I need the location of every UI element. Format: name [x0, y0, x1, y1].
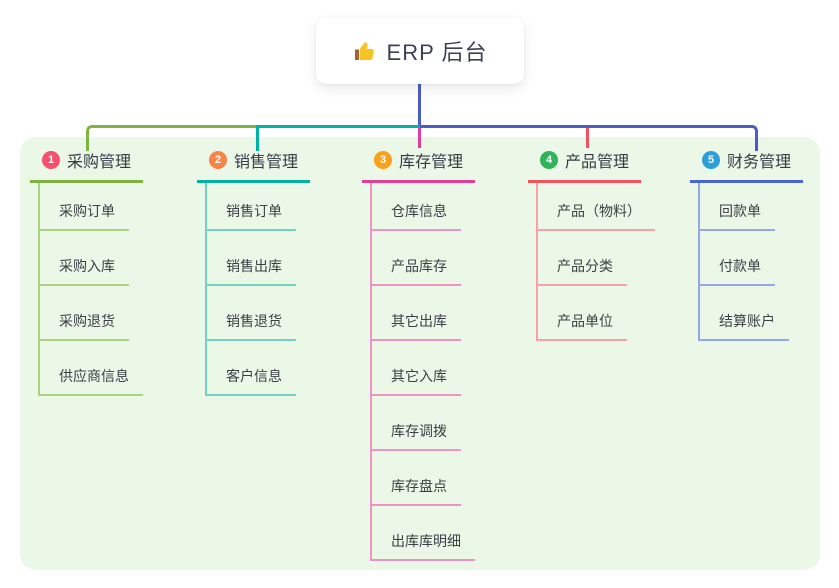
node-other-inbound[interactable]: 其它入库 — [372, 341, 461, 396]
node-supplier-info[interactable]: 供应商信息 — [40, 341, 143, 396]
branch-header-product[interactable]: 4 产品管理 — [528, 148, 642, 183]
node-product-material[interactable]: 产品（物料） — [538, 183, 655, 231]
branch-children: 仓库信息 产品库存 其它出库 其它入库 库存调拨 库存盘点 出库库明细 — [370, 183, 475, 561]
branch-inventory: 3 库存管理 仓库信息 产品库存 其它出库 其它入库 库存调拨 库存盘点 出库库… — [362, 148, 476, 561]
node-other-outbound[interactable]: 其它出库 — [372, 286, 461, 341]
node-sales-return[interactable]: 销售退货 — [207, 286, 296, 341]
drop-line-inventory — [418, 128, 421, 148]
branch-header-sales[interactable]: 2 销售管理 — [197, 148, 311, 183]
branch-purchase: 1 采购管理 采购订单 采购入库 采购退货 供应商信息 — [30, 148, 144, 396]
node-purchase-return[interactable]: 采购退货 — [40, 286, 129, 341]
node-stock-detail[interactable]: 出库库明细 — [372, 506, 475, 561]
node-payment-bill[interactable]: 付款单 — [700, 231, 775, 286]
node-product-stock[interactable]: 产品库存 — [372, 231, 461, 286]
branch-label: 财务管理 — [727, 154, 792, 171]
branch-header-finance[interactable]: 5 财务管理 — [690, 148, 804, 183]
branch-header-inventory[interactable]: 3 库存管理 — [362, 148, 476, 183]
node-customer-info[interactable]: 客户信息 — [207, 341, 296, 396]
bus-segment-right — [420, 125, 758, 151]
node-warehouse-info[interactable]: 仓库信息 — [372, 183, 461, 231]
branch-finance: 5 财务管理 回款单 付款单 结算账户 — [690, 148, 804, 341]
branch-header-purchase[interactable]: 1 采购管理 — [30, 148, 144, 183]
thumbs-up-icon — [353, 39, 377, 63]
bus-segment-sales — [256, 125, 423, 151]
badge-3: 3 — [374, 151, 392, 169]
node-sales-outbound[interactable]: 销售出库 — [207, 231, 296, 286]
badge-5: 5 — [702, 151, 720, 169]
node-settlement-account[interactable]: 结算账户 — [700, 286, 789, 341]
node-stock-check[interactable]: 库存盘点 — [372, 451, 461, 506]
branch-children: 回款单 付款单 结算账户 — [698, 183, 789, 341]
badge-2: 2 — [209, 151, 227, 169]
branches-panel — [20, 137, 820, 570]
badge-1: 1 — [42, 151, 60, 169]
node-product-unit[interactable]: 产品单位 — [538, 286, 627, 341]
node-purchase-inbound[interactable]: 采购入库 — [40, 231, 129, 286]
badge-4: 4 — [540, 151, 558, 169]
branch-label: 库存管理 — [399, 154, 464, 171]
root-node-erp[interactable]: ERP 后台 — [316, 18, 524, 84]
node-purchase-order[interactable]: 采购订单 — [40, 183, 129, 231]
root-node-label: ERP 后台 — [386, 40, 488, 65]
branch-label: 采购管理 — [67, 154, 132, 171]
bus-segment-purchase — [86, 125, 259, 151]
root-connector-line — [418, 84, 421, 125]
branch-sales: 2 销售管理 销售订单 销售出库 销售退货 客户信息 — [197, 148, 311, 396]
branch-label: 产品管理 — [565, 154, 630, 171]
branch-children: 产品（物料） 产品分类 产品单位 — [536, 183, 655, 341]
node-sales-order[interactable]: 销售订单 — [207, 183, 296, 231]
branch-children: 销售订单 销售出库 销售退货 客户信息 — [205, 183, 296, 396]
branch-children: 采购订单 采购入库 采购退货 供应商信息 — [38, 183, 143, 396]
branch-product: 4 产品管理 产品（物料） 产品分类 产品单位 — [528, 148, 655, 341]
node-receipt-bill[interactable]: 回款单 — [700, 183, 775, 231]
drop-line-product — [586, 128, 589, 148]
branch-label: 销售管理 — [234, 154, 299, 171]
node-product-category[interactable]: 产品分类 — [538, 231, 627, 286]
node-stock-transfer[interactable]: 库存调拨 — [372, 396, 461, 451]
